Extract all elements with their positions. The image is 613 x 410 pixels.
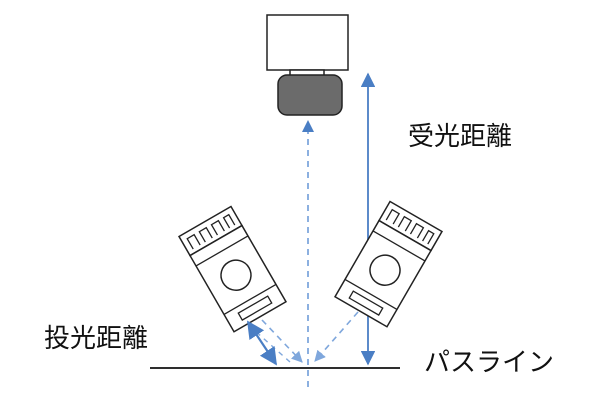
light-source-left-icon [177,205,288,333]
right-light-ray [314,311,359,362]
pass-line-label: パスライン [424,348,555,378]
projection-distance-label: 投光距離 [44,324,149,354]
left-light-ray [261,319,303,363]
camera-lens [277,74,343,116]
optical-axis-arrowhead [302,120,314,132]
projection-distance-arrow [247,320,277,366]
light-source-right-icon [333,200,444,328]
receiving-distance-label: 受光距離 [408,122,513,152]
camera-icon [266,14,349,116]
camera-body [266,14,349,71]
